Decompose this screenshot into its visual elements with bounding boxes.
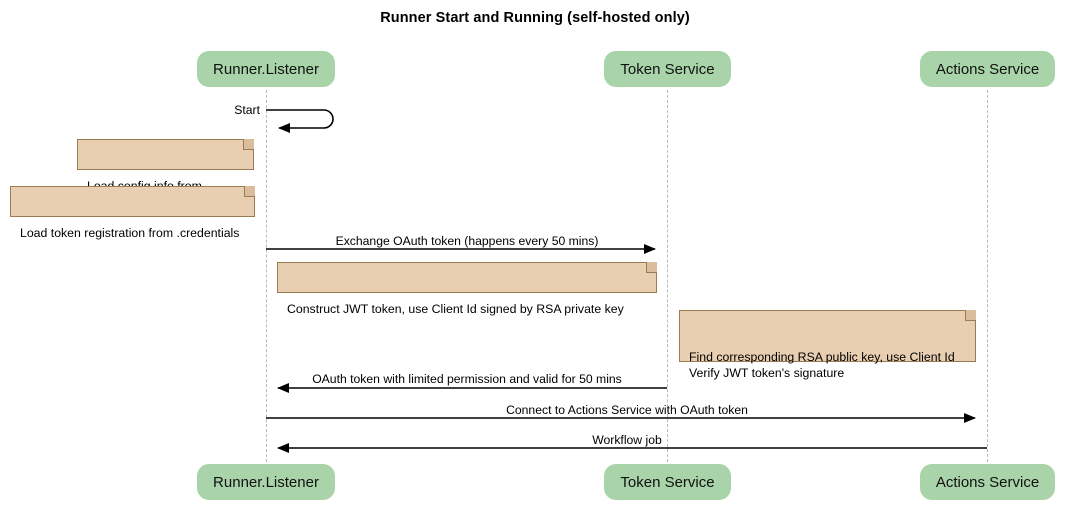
page-title: Runner Start and Running (self-hosted on…	[380, 10, 690, 26]
participant-token-service-top[interactable]: Token Service	[604, 51, 731, 87]
participant-actions-service-top[interactable]: Actions Service	[920, 51, 1055, 87]
note-fold-icon	[243, 139, 254, 150]
note-fold-icon	[244, 186, 255, 197]
note-construct-jwt: Construct JWT token, use Client Id signe…	[277, 262, 657, 316]
participant-label: Actions Service	[935, 60, 1040, 78]
message-label-start: Start	[234, 103, 260, 117]
participant-label: Token Service	[620, 60, 715, 78]
lifeline-token-service	[667, 90, 668, 462]
participant-runner-listener-bottom[interactable]: Runner.Listener	[197, 464, 335, 500]
participant-token-service-bottom[interactable]: Token Service	[604, 464, 731, 500]
message-arrow-start	[266, 109, 334, 133]
participant-label: Runner.Listener	[213, 473, 319, 491]
participant-actions-service-bottom[interactable]: Actions Service	[920, 464, 1055, 500]
participant-label: Actions Service	[935, 473, 1040, 491]
message-label-exchange-oauth-token: Exchange OAuth token (happens every 50 m…	[335, 234, 599, 248]
note-load-token-registration: Load token registration from .credential…	[10, 186, 255, 240]
note-text: Find corresponding RSA public key, use C…	[689, 350, 955, 380]
note-fold-icon	[646, 262, 657, 273]
note-verify-jwt: Find corresponding RSA public key, use C…	[679, 310, 976, 380]
message-label-connect-actions-service: Connect to Actions Service with OAuth to…	[506, 403, 748, 417]
message-label-oauth-token-reply: OAuth token with limited permission and …	[312, 372, 622, 386]
lifeline-runner-listener	[266, 90, 267, 462]
participant-label: Runner.Listener	[213, 60, 319, 78]
note-text: Construct JWT token, use Client Id signe…	[287, 302, 624, 316]
message-label-workflow-job: Workflow job	[592, 433, 662, 447]
note-fold-icon	[965, 310, 976, 321]
note-load-config: Load config info from .runner	[77, 139, 254, 209]
participant-label: Token Service	[620, 473, 715, 491]
note-text: Load token registration from .credential…	[20, 226, 240, 240]
lifeline-actions-service	[987, 90, 988, 462]
participant-runner-listener-top[interactable]: Runner.Listener	[197, 51, 335, 87]
